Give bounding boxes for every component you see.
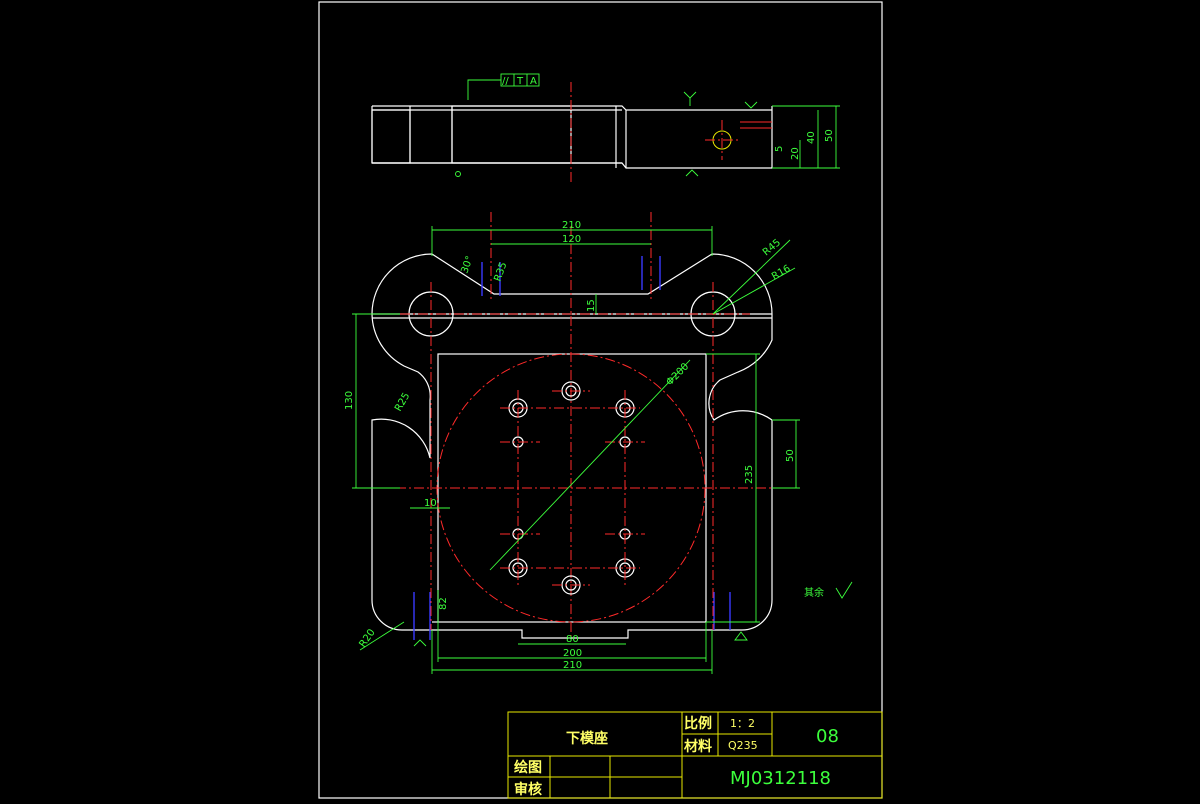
dim-210: 210	[563, 660, 582, 671]
section-hatch-left	[371, 109, 411, 164]
material-label: 材料	[684, 738, 712, 755]
dim-r20: R20	[357, 627, 377, 649]
tolerance-value: T	[516, 76, 524, 87]
tolerance-symbol: //	[502, 76, 509, 87]
roughness-icon	[835, 581, 853, 599]
drawing-number: MJ0312118	[730, 768, 831, 789]
dim-phi-200: Φ200	[664, 361, 691, 388]
dim-82: 82	[438, 597, 449, 610]
title-block: 下模座 比例 1：2 材料 Q235 08 MJ0312118 绘图 审核	[507, 711, 883, 799]
tolerance-frame: // T A	[467, 73, 540, 100]
dim-angle-30: 30°	[459, 255, 475, 275]
dim-top-120: 120	[562, 234, 581, 245]
plan-outline	[371, 253, 773, 639]
part-name: 下模座	[566, 730, 608, 747]
material-value: Q235	[728, 739, 758, 752]
plan-view: 210 120 30° R35 R45 R16 15 130 R25 Φ200 …	[344, 212, 853, 674]
drawn-label: 绘图	[514, 759, 542, 776]
dim-top-210: 210	[562, 220, 581, 231]
dim-235: 235	[744, 465, 755, 484]
sheet-number: 08	[816, 726, 839, 747]
dim-50: 50	[785, 449, 796, 462]
dim-front-50: 50	[824, 129, 835, 142]
checked-label: 审核	[514, 781, 542, 798]
scale-value: 1：2	[730, 717, 755, 730]
dim-r35: R35	[492, 261, 509, 283]
roughness-note: 其余	[804, 586, 824, 599]
dim-10: 10	[424, 498, 437, 509]
pitch-circle	[436, 353, 706, 623]
section-hatch-center	[451, 105, 572, 164]
dim-r25-left: R25	[393, 391, 412, 414]
dim-r16: R16	[770, 263, 793, 282]
front-view: // T A 50 40 20 5	[371, 73, 840, 184]
dim-front-40: 40	[806, 131, 817, 144]
tolerance-datum: A	[530, 76, 537, 87]
dim-r45: R45	[761, 237, 783, 258]
dim-front-5: 5	[774, 146, 785, 152]
dim-130: 130	[344, 391, 355, 410]
dim-80: 80	[566, 634, 579, 645]
dim-200: 200	[563, 648, 582, 659]
scale-label: 比例	[684, 715, 712, 732]
dim-15: 15	[586, 299, 597, 312]
dim-front-20: 20	[790, 147, 801, 160]
